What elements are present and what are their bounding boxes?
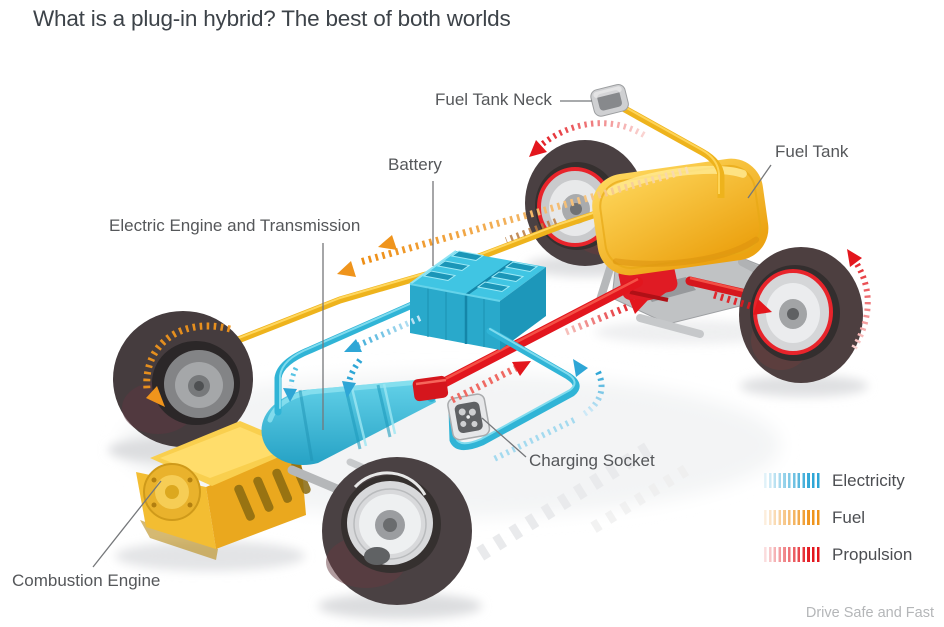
fuel-legend-swatch (764, 510, 821, 525)
legend-label-electricity: Electricity (832, 470, 905, 490)
propulsion-flow-arrows (450, 120, 871, 404)
electricity-legend-swatch (764, 473, 821, 488)
label-battery: Battery (388, 155, 442, 174)
fuel-tank-neck-shape (590, 84, 725, 198)
legend-row-electricity: Electricity (764, 470, 912, 490)
battery-to-motor-cable (274, 301, 416, 416)
charging-socket-icon (447, 393, 491, 441)
page-title: What is a plug-in hybrid? The best of bo… (33, 6, 511, 31)
label-electric-engine: Electric Engine and Transmission (109, 216, 361, 235)
legend-row-fuel: Fuel (764, 507, 912, 527)
label-charging-socket: Charging Socket (529, 451, 655, 470)
charging-cable-shape (448, 327, 580, 450)
label-combustion-engine: Combustion Engine (12, 571, 161, 590)
legend-label-fuel: Fuel (832, 507, 866, 527)
battery-shape (409, 250, 546, 350)
wheel-front-left (113, 311, 253, 447)
tire-track-marks (470, 442, 690, 565)
electricity-flow-arrows (283, 315, 605, 462)
propulsion-shaft-shape (412, 277, 643, 402)
wheel-rear-right (739, 247, 863, 383)
fuel-flow-arrows (143, 166, 689, 407)
watermark: Drive Safe and Fast (805, 605, 934, 621)
label-fuel-tank: Fuel Tank (775, 142, 849, 161)
propulsion-legend-swatch (764, 547, 821, 562)
combustion-engine-shape (136, 421, 311, 560)
label-fuel-tank-neck: Fuel Tank Neck (435, 90, 552, 109)
wheel-front-right (322, 457, 472, 605)
legend-row-propulsion: Propulsion (764, 544, 913, 564)
legend-label-propulsion: Propulsion (832, 544, 913, 564)
leader-lines (92, 100, 772, 568)
flow-legend: Electricity Fuel Propulsion (764, 470, 913, 583)
